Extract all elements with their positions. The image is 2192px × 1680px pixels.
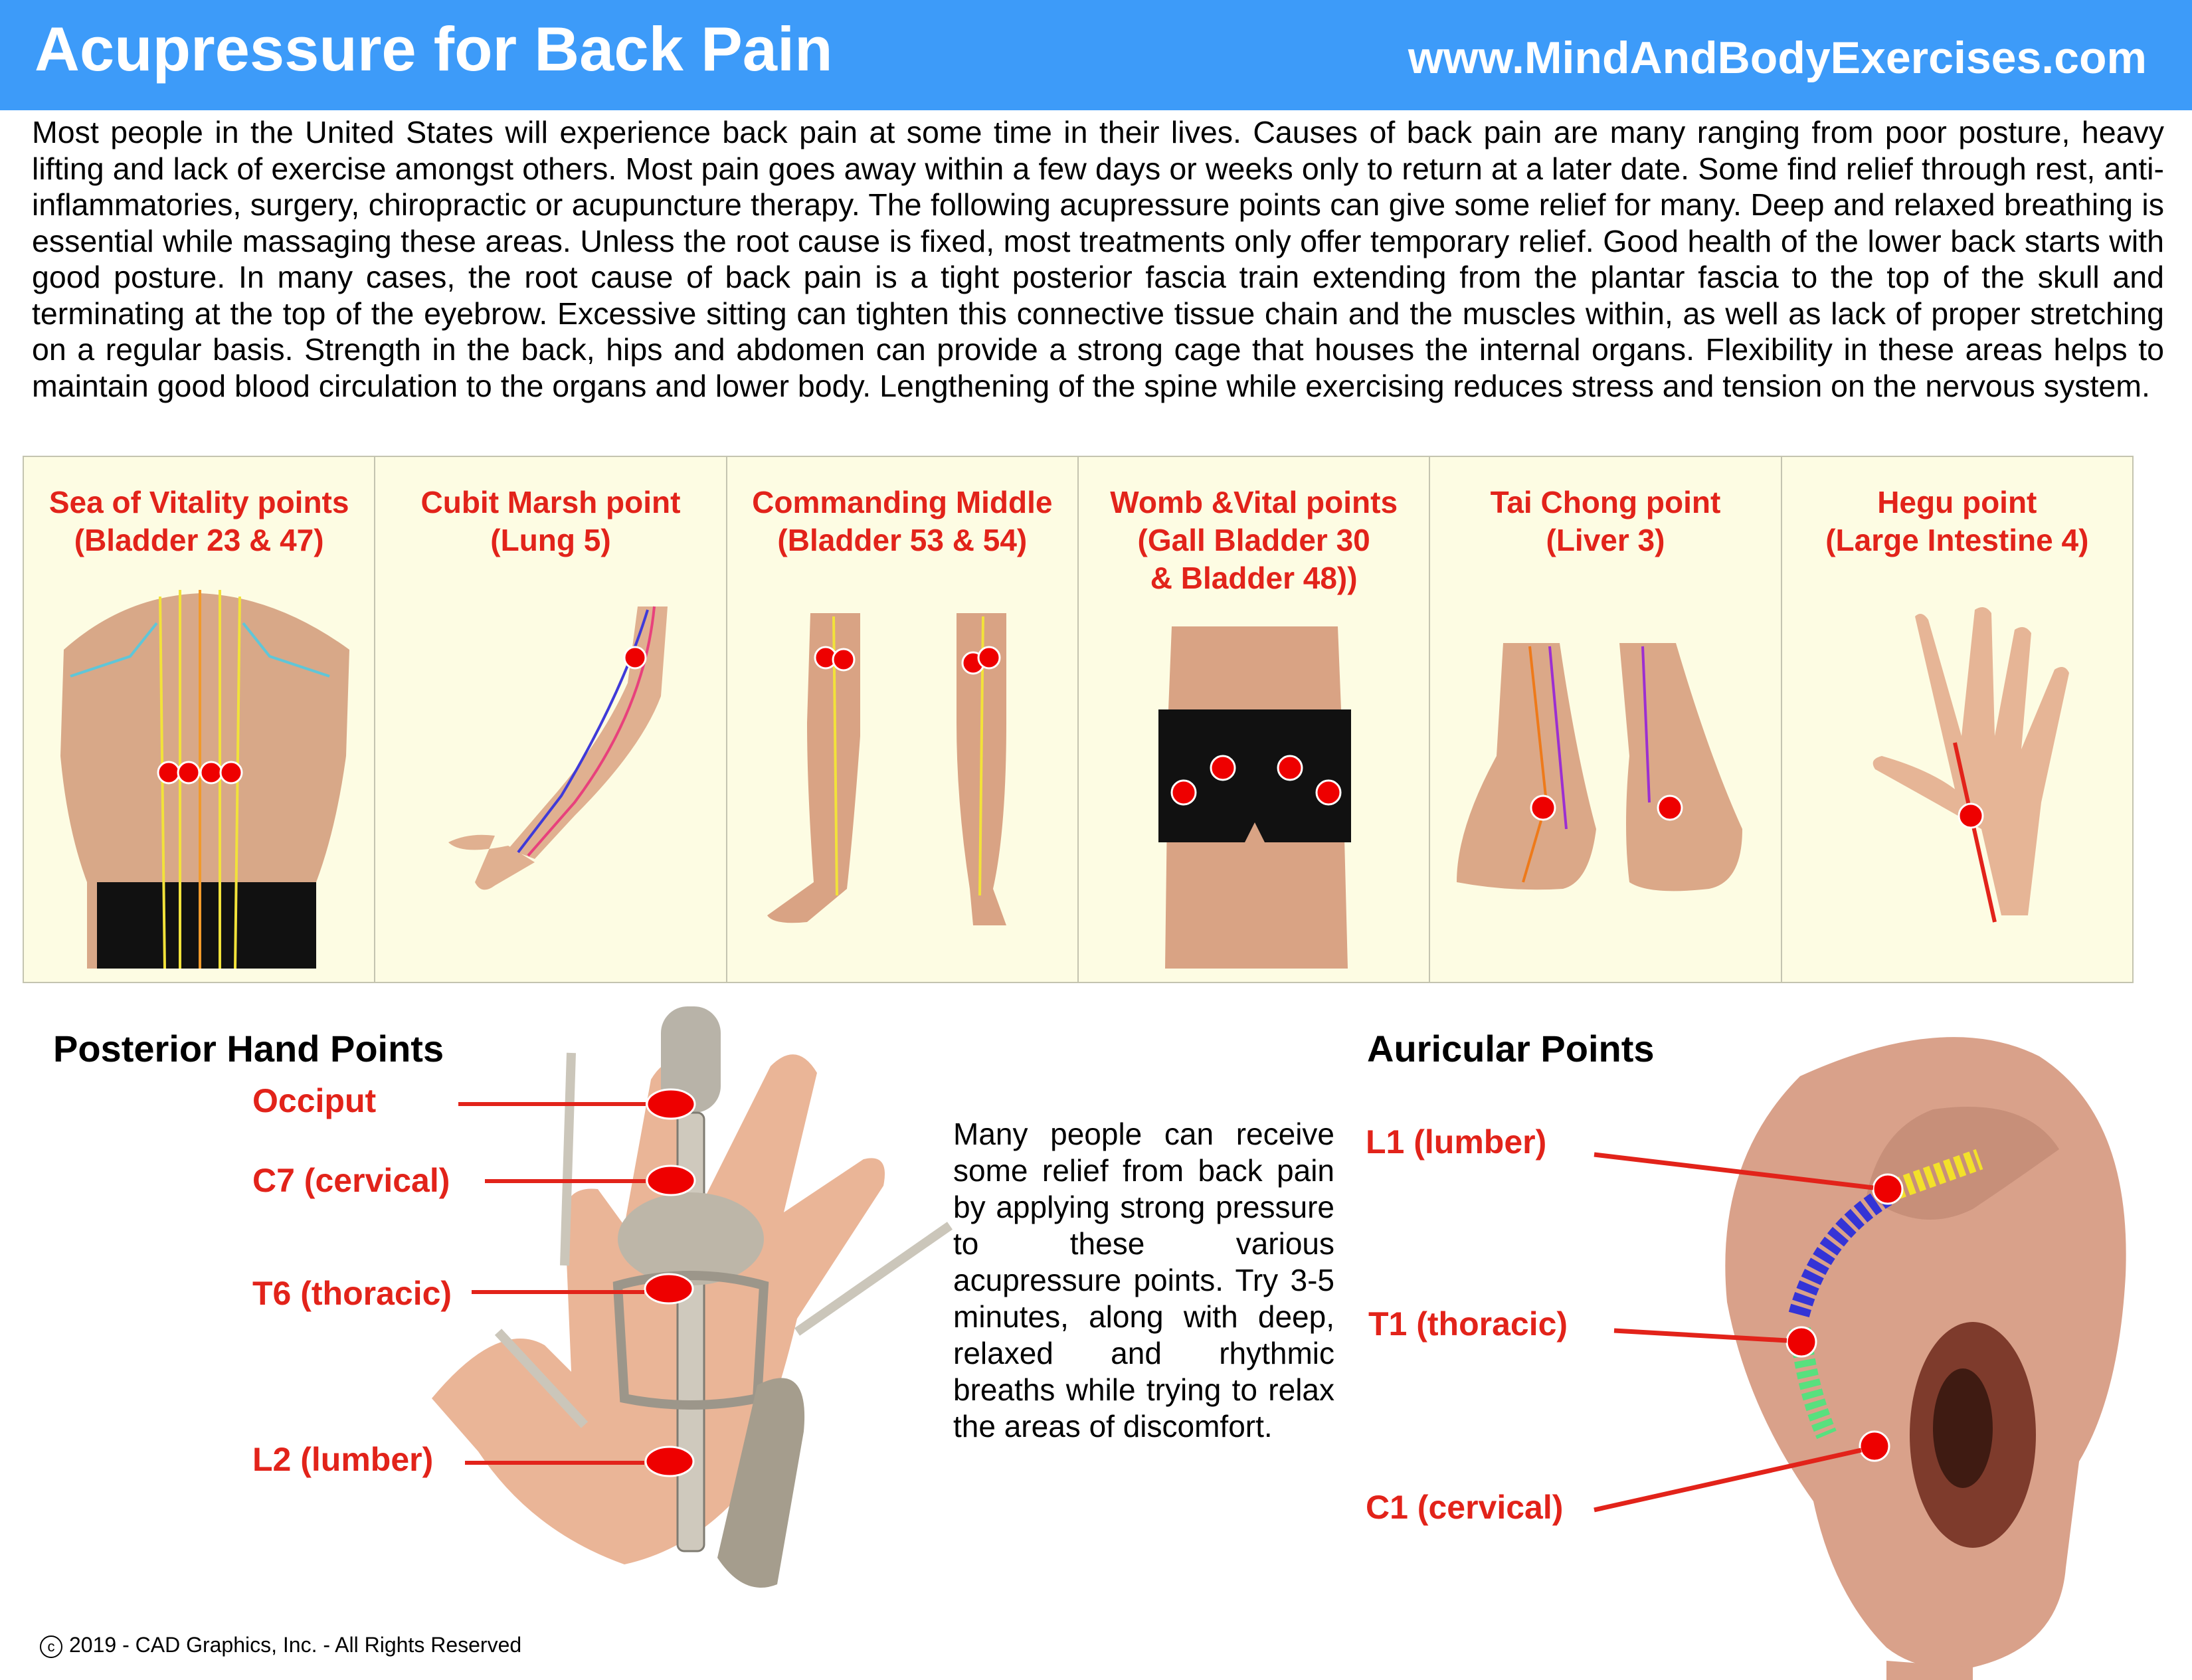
copyright-text: 2019 - CAD Graphics, Inc. - All Rights R…	[69, 1633, 522, 1657]
c7-marker[interactable]	[646, 1165, 696, 1196]
instruction-text: Many people can receive some relief from…	[953, 1117, 1334, 1444]
arm-illustration	[448, 606, 668, 890]
panel-commanding-middle: Commanding Middle (Bladder 53 & 54)	[727, 457, 1079, 982]
acupoint-marker[interactable]	[1170, 779, 1197, 806]
panel-hegu: Hegu point (Large Intestine 4)	[1782, 457, 2132, 982]
acupoint-marker[interactable]	[1657, 794, 1683, 821]
ear-illustration	[1594, 1037, 2126, 1680]
t6-label: T6 (thoracic)	[252, 1275, 452, 1312]
acupoint-marker[interactable]	[1958, 802, 1984, 829]
acupoint-panels: Sea of Vitality points (Bladder 23 & 47)	[23, 456, 2134, 983]
acupoint-marker[interactable]	[157, 761, 181, 785]
copyright-symbol: c	[40, 1635, 62, 1658]
hand-section-title: Posterior Hand Points	[53, 1028, 444, 1070]
spine-markers	[644, 1088, 696, 1477]
acupoint-marker[interactable]	[177, 761, 201, 785]
acupoint-marker[interactable]	[977, 646, 1001, 670]
panel-title: Tai Chong point (Liver 3)	[1490, 485, 1721, 557]
t6-marker[interactable]	[644, 1273, 694, 1305]
acupoint-markers	[1170, 755, 1342, 806]
l1-marker[interactable]	[1872, 1173, 1904, 1205]
c7-label: C7 (cervical)	[252, 1162, 450, 1199]
panel-womb-vital: Womb &Vital points (Gall Bladder 30 & Bl…	[1079, 457, 1431, 982]
acupoint-marker[interactable]	[623, 646, 647, 670]
hand-illustration	[1872, 607, 2069, 923]
occiput-marker[interactable]	[646, 1088, 696, 1120]
back-illustration	[60, 590, 349, 969]
c1-label: C1 (cervical)	[1366, 1489, 1564, 1526]
acupoint-marker[interactable]	[1210, 755, 1236, 781]
c1-marker[interactable]	[1859, 1430, 1890, 1462]
panel-tai-chong: Tai Chong point (Liver 3)	[1430, 457, 1782, 982]
panel-sea-of-vitality: Sea of Vitality points (Bladder 23 & 47)	[24, 457, 376, 982]
t1-label: T1 (thoracic)	[1368, 1305, 1568, 1343]
panel-title: Hegu point (Large Intestine 4)	[1825, 485, 2089, 557]
skeleton-hand-illustration	[432, 1006, 953, 1588]
copyright-notice: c 2019 - CAD Graphics, Inc. - All Rights …	[40, 1633, 521, 1658]
l1-label: L1 (lumber)	[1366, 1123, 1547, 1161]
header-bar: Acupressure for Back Pain www.MindAndBod…	[0, 0, 2192, 110]
acupoint-markers	[157, 761, 243, 785]
ear-section-title: Auricular Points	[1367, 1028, 1655, 1070]
acupoint-marker[interactable]	[199, 761, 223, 785]
l2-label: L2 (lumber)	[252, 1441, 434, 1478]
panel-title: Sea of Vitality points (Bladder 23 & 47)	[48, 485, 349, 557]
l2-marker[interactable]	[644, 1446, 695, 1477]
intro-paragraph: Most people in the United States will ex…	[32, 115, 2164, 403]
hips-illustration	[1158, 626, 1351, 969]
page-title: Acupressure for Back Pain	[35, 14, 833, 84]
acupoint-marker[interactable]	[832, 648, 856, 672]
acupoint-marker[interactable]	[1277, 755, 1303, 781]
acupoint-marker[interactable]	[219, 761, 243, 785]
website-url[interactable]: www.MindAndBodyExercises.com	[1408, 33, 2147, 83]
legs-illustration	[767, 613, 1006, 925]
acupoint-marker[interactable]	[1530, 794, 1556, 821]
panel-cubit-marsh: Cubit Marsh point (Lung 5)	[375, 457, 727, 982]
panel-title: Womb &Vital points (Gall Bladder 30 & Bl…	[1110, 485, 1398, 595]
occiput-label: Occiput	[252, 1082, 377, 1119]
feet-illustration	[1457, 643, 1743, 891]
panel-title: Cubit Marsh point (Lung 5)	[420, 485, 681, 557]
panel-title: Commanding Middle (Bladder 53 & 54)	[752, 485, 1053, 557]
acupoint-marker[interactable]	[1315, 779, 1342, 806]
t1-marker[interactable]	[1785, 1326, 1817, 1358]
